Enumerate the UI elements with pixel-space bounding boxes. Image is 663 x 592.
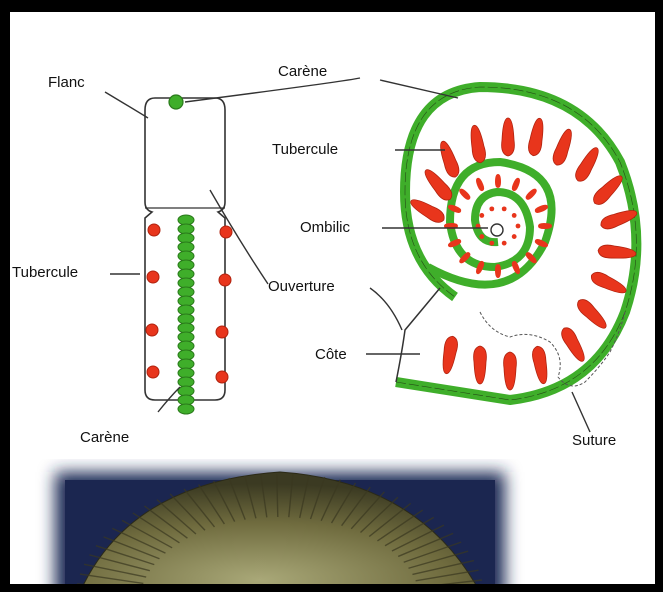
inner-rib-dot <box>502 241 507 246</box>
rib <box>440 335 459 375</box>
label-cote: Côte <box>315 346 347 363</box>
inner-keel-band <box>428 162 552 285</box>
inner-rib-dot <box>479 213 484 218</box>
rib <box>502 118 515 156</box>
rib <box>527 117 546 157</box>
label-suture: Suture <box>572 432 616 449</box>
rib <box>474 346 487 384</box>
rib <box>408 195 447 225</box>
rib <box>590 172 626 208</box>
keel-bead <box>178 404 194 414</box>
inner-rib-dot <box>516 224 521 229</box>
label-ouverture: Ouverture <box>268 278 335 295</box>
diagram-panel: Flanc Carène Tubercule Carène Tubercule … <box>10 12 655 584</box>
inner-rib <box>458 187 472 201</box>
inner-rib <box>524 187 538 201</box>
tubercle-dot <box>146 324 158 336</box>
rib <box>551 127 576 167</box>
cross-section <box>145 95 232 414</box>
inner-rib <box>495 264 501 278</box>
umbilicus-center <box>491 224 503 236</box>
tubercle-dot <box>216 326 228 338</box>
inner-rib <box>534 203 549 214</box>
inner-rib <box>495 174 501 188</box>
inner-rib-dot <box>489 206 494 211</box>
keel-bead-top <box>169 95 183 109</box>
ammonite-fossil-photo <box>55 472 505 584</box>
rib <box>504 352 517 390</box>
label-ombilic: Ombilic <box>300 219 351 236</box>
inner-rib-dot <box>502 206 507 211</box>
rib <box>572 145 602 184</box>
label-flanc: Flanc <box>48 74 85 91</box>
tubercle-dot <box>147 366 159 378</box>
label-carene-bottom: Carène <box>80 429 129 446</box>
tubercle-dot <box>220 226 232 238</box>
label-tubercule-left: Tubercule <box>12 264 78 281</box>
ammonite-diagram: Flanc Carène Tubercule Carène Tubercule … <box>10 12 655 584</box>
tubercle-dot <box>148 224 160 236</box>
inner-rib-dot <box>489 241 494 246</box>
rib <box>598 244 637 260</box>
rib <box>468 124 487 164</box>
inner-rib <box>511 177 522 192</box>
spiral-shell <box>396 87 639 400</box>
rib <box>589 269 629 297</box>
rib <box>436 139 461 179</box>
inner-rib-dot <box>512 213 517 218</box>
rib <box>574 296 610 332</box>
rib <box>531 345 550 385</box>
rib <box>558 325 588 364</box>
tubercle-dot <box>216 371 228 383</box>
label-carene-top: Carène <box>278 63 327 80</box>
tubercle-dot <box>147 271 159 283</box>
inner-rib-dot <box>512 234 517 239</box>
label-tubercule-right: Tubercule <box>272 141 338 158</box>
aperture-outline <box>396 288 440 382</box>
inner-rib <box>538 223 552 229</box>
inner-rib-dot <box>479 234 484 239</box>
tubercle-dot <box>219 274 231 286</box>
inner-rib <box>475 177 486 192</box>
